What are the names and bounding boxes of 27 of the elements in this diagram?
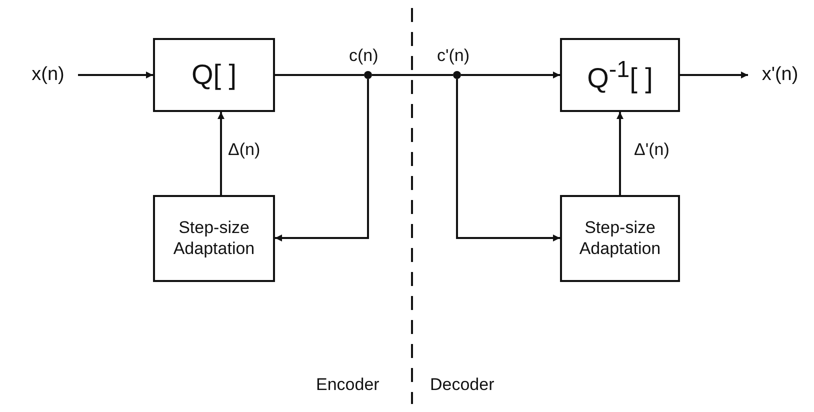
- process-box: [153, 38, 275, 112]
- arrow: [218, 112, 224, 195]
- process-box: [153, 195, 275, 282]
- process-box: [560, 195, 680, 282]
- box-label: Q$^{-1}$[ ]: [587, 56, 653, 94]
- connector-line: [275, 74, 364, 76]
- box-label: Step-size Adaptation: [578, 218, 662, 259]
- signal-label: x(n): [24, 63, 72, 87]
- process-box: [560, 38, 680, 112]
- arrow: [616, 112, 624, 195]
- connector-line: [372, 74, 453, 76]
- box-label: Step-size Adaptation: [172, 218, 256, 259]
- box-label: Q[ ]: [191, 58, 237, 92]
- junction-dot: [453, 71, 461, 79]
- junction-dot: [364, 71, 372, 79]
- signal-label: x'(n): [752, 63, 808, 87]
- arrow: [78, 72, 153, 78]
- arrow: [461, 72, 560, 78]
- section-label: Encoder: [316, 375, 380, 395]
- arrow: [680, 72, 748, 78]
- signal-label: c'(n): [437, 46, 470, 66]
- signal-label: c(n): [349, 46, 378, 66]
- edge-label: Δ(n): [226, 140, 262, 160]
- edge-label: Δ'(n): [632, 140, 672, 160]
- arrow: [456, 79, 560, 242]
- arrow: [275, 79, 369, 242]
- section-label: Decoder: [430, 375, 494, 395]
